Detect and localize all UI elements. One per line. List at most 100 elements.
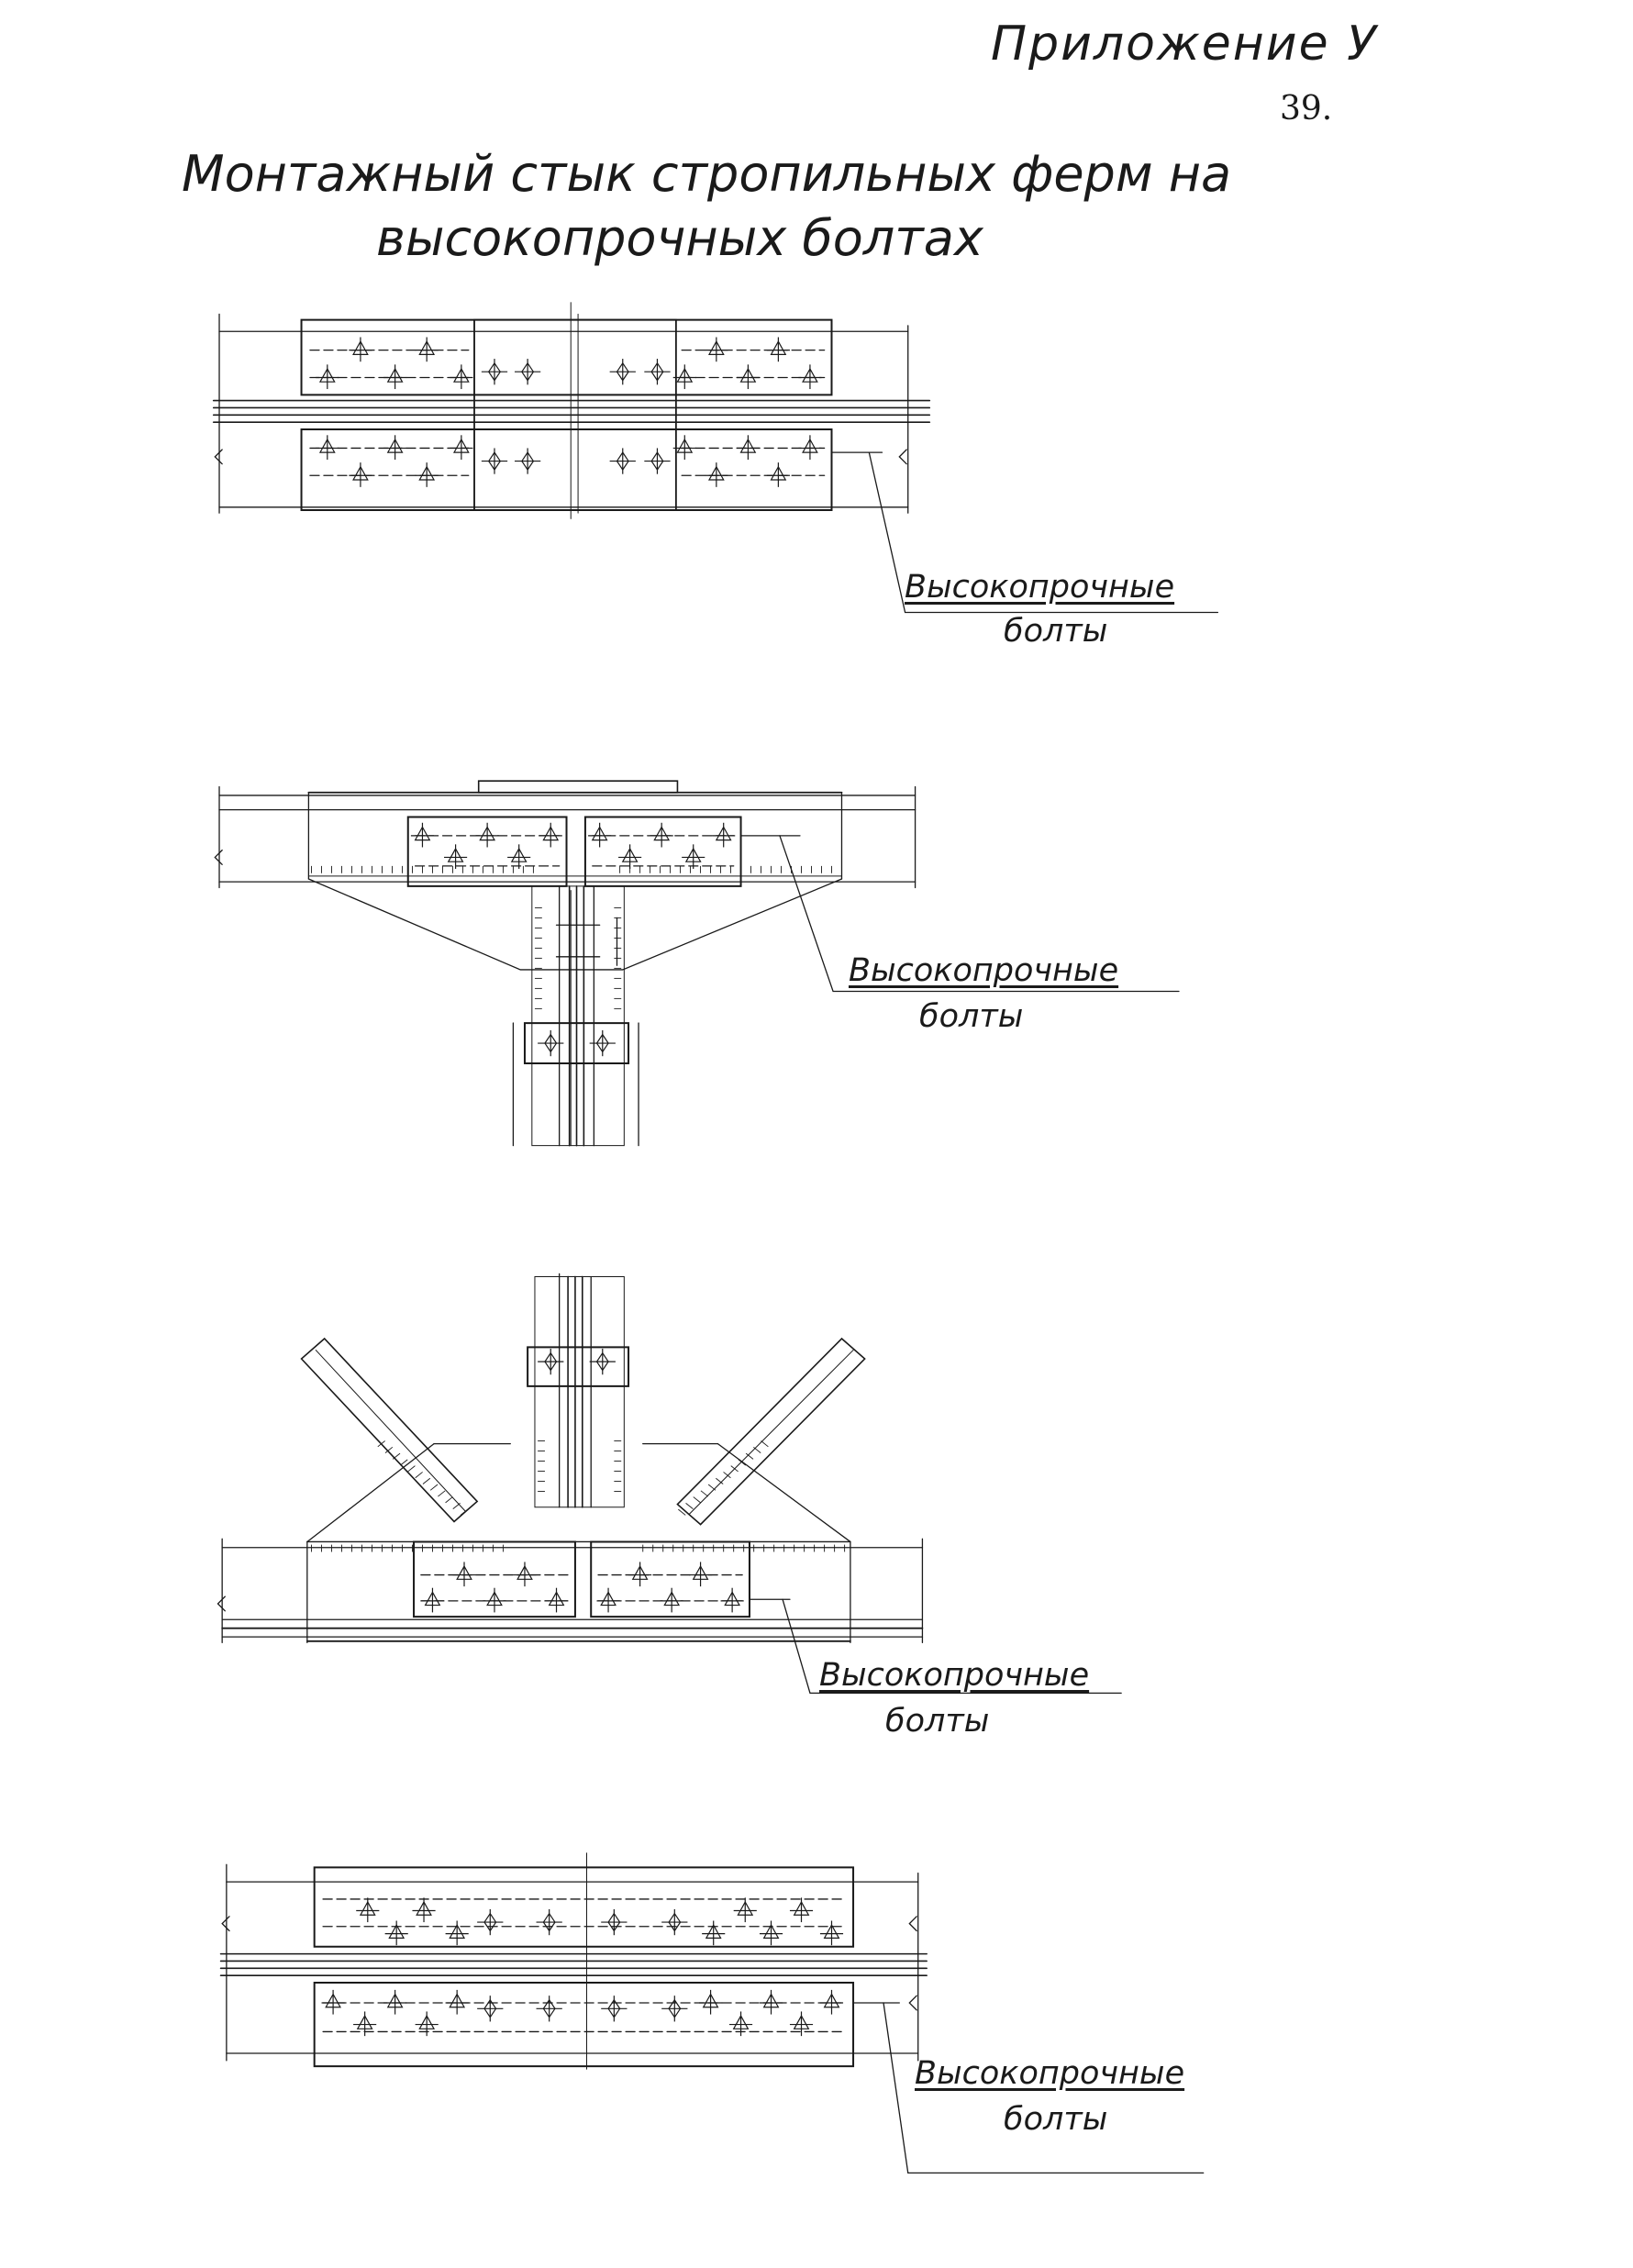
weld-tick: [430, 1484, 438, 1490]
weld-tick: [378, 1441, 385, 1447]
hs-bolt-symbol: [349, 338, 372, 362]
bolt-symbol: [515, 448, 540, 473]
callout-4-label: Высокопрочные: [915, 2055, 1185, 2092]
hs-bolt-symbol: [545, 1588, 568, 1613]
hs-bolt-symbol: [734, 1897, 757, 1922]
bolt-symbol: [644, 359, 670, 384]
hs-bolt-symbol: [596, 1588, 619, 1613]
hs-bolt-symbol: [513, 1562, 536, 1586]
weld-tick: [686, 1503, 694, 1508]
weld-tick: [393, 1453, 400, 1459]
hs-bolt-symbol: [767, 338, 790, 362]
callout-1-text-line-2: болты: [1004, 613, 1108, 650]
hs-bolt-symbol: [383, 435, 406, 460]
hs-bolt-symbol: [767, 462, 790, 487]
hs-bolt-symbol: [712, 823, 735, 848]
weld-tick: [724, 1472, 731, 1477]
figure-4-chord-splice: [221, 1853, 1204, 2174]
hs-bolt-symbol: [705, 462, 728, 487]
hs-bolt-symbol: [705, 338, 728, 362]
callout-2-label: Высокопрочные: [849, 952, 1119, 989]
weld-tick: [446, 1497, 453, 1503]
bolt-symbol: [590, 1349, 616, 1374]
bolt-symbol: [610, 448, 636, 473]
weld-tick: [453, 1503, 461, 1508]
hs-bolt-symbol: [421, 1588, 444, 1613]
callout-1-label: Высокопрочные: [905, 569, 1175, 606]
weld-tick: [438, 1491, 445, 1496]
hs-bolt-symbol: [673, 364, 696, 389]
bolt-symbol: [515, 359, 540, 384]
weld-tick: [423, 1478, 430, 1484]
bolt-symbol: [661, 1996, 687, 2021]
bolt-symbol: [477, 1996, 503, 2021]
hs-bolt-symbol: [689, 1562, 712, 1586]
page-title-line-2: высокопрочных болтах: [376, 209, 983, 267]
hs-bolt-symbol: [729, 2011, 752, 2036]
hs-bolt-symbol: [476, 823, 499, 848]
bolt-symbol: [538, 1030, 563, 1056]
hs-bolt-symbol: [702, 1921, 725, 1946]
weld-tick: [694, 1497, 701, 1503]
hs-bolt-symbol: [353, 2011, 376, 2036]
bolt-symbol: [477, 1909, 503, 1935]
appendix-label: Приложение У: [991, 17, 1378, 72]
hs-bolt-symbol: [322, 1990, 345, 2015]
hs-bolt-symbol: [737, 364, 760, 389]
weld-tick: [716, 1478, 723, 1484]
callout-3-text-line-2: болты: [885, 1703, 990, 1740]
hs-bolt-symbol: [588, 823, 611, 848]
hs-bolt-symbol: [383, 1990, 406, 2015]
callout-2-text-line-1: Высокопрочные: [849, 952, 1118, 989]
bolt-symbol: [482, 359, 507, 384]
hs-bolt-symbol: [349, 462, 372, 487]
bolt-symbol: [482, 448, 507, 473]
weld-tick: [753, 1447, 761, 1452]
hs-bolt-symbol: [798, 435, 821, 460]
figure-3-bottom-chord-node: [217, 1273, 1121, 1693]
hs-bolt-symbol: [383, 364, 406, 389]
weld-tick: [461, 1509, 468, 1515]
callout-3-label: Высокопрочные: [819, 1657, 1090, 1694]
hs-bolt-symbol: [673, 435, 696, 460]
hs-bolt-symbol: [385, 1921, 408, 1946]
callout-2-text-line-2: болты: [919, 998, 1024, 1035]
callout-4-text-line-2: болты: [1004, 2101, 1108, 2138]
hs-bolt-symbol: [416, 338, 439, 362]
hs-bolt-symbol: [412, 1897, 435, 1922]
hs-bolt-symbol: [416, 462, 439, 487]
bolt-symbol: [601, 1996, 627, 2021]
hs-bolt-symbol: [682, 844, 705, 869]
weld-tick: [739, 1460, 746, 1465]
figure-2-top-chord-node: [215, 781, 1179, 1145]
weld-tick: [731, 1466, 739, 1472]
weld-tick: [678, 1509, 685, 1515]
hs-bolt-symbol: [650, 823, 673, 848]
bolt-symbol: [538, 1349, 563, 1374]
hs-bolt-symbol: [446, 1921, 469, 1946]
hs-bolt-symbol: [416, 2011, 439, 2036]
weld-tick: [701, 1491, 708, 1496]
hs-bolt-symbol: [699, 1990, 722, 2015]
hs-bolt-symbol: [820, 1990, 843, 2015]
bolt-symbol: [590, 1030, 616, 1056]
hs-bolt-symbol: [790, 2011, 813, 2036]
bolt-symbol: [537, 1909, 562, 1935]
hs-bolt-symbol: [628, 1562, 651, 1586]
weld-tick: [746, 1453, 753, 1459]
page-number: 39.: [1280, 90, 1333, 128]
hs-bolt-symbol: [450, 364, 472, 389]
hs-bolt-symbol: [507, 844, 530, 869]
hs-bolt-symbol: [760, 1921, 783, 1946]
hs-bolt-symbol: [444, 844, 467, 869]
callout-1-text-line-1: Высокопрочные: [905, 569, 1174, 606]
page-title-line-1: Монтажный стык стропильных ферм на: [182, 145, 1232, 203]
weld-tick: [400, 1460, 407, 1465]
weld-tick: [761, 1441, 769, 1447]
hs-bolt-symbol: [820, 1921, 843, 1946]
bolt-symbol: [610, 359, 636, 384]
hs-bolt-symbol: [452, 1562, 475, 1586]
callout-3-text-line-1: Высокопрочные: [819, 1657, 1089, 1694]
